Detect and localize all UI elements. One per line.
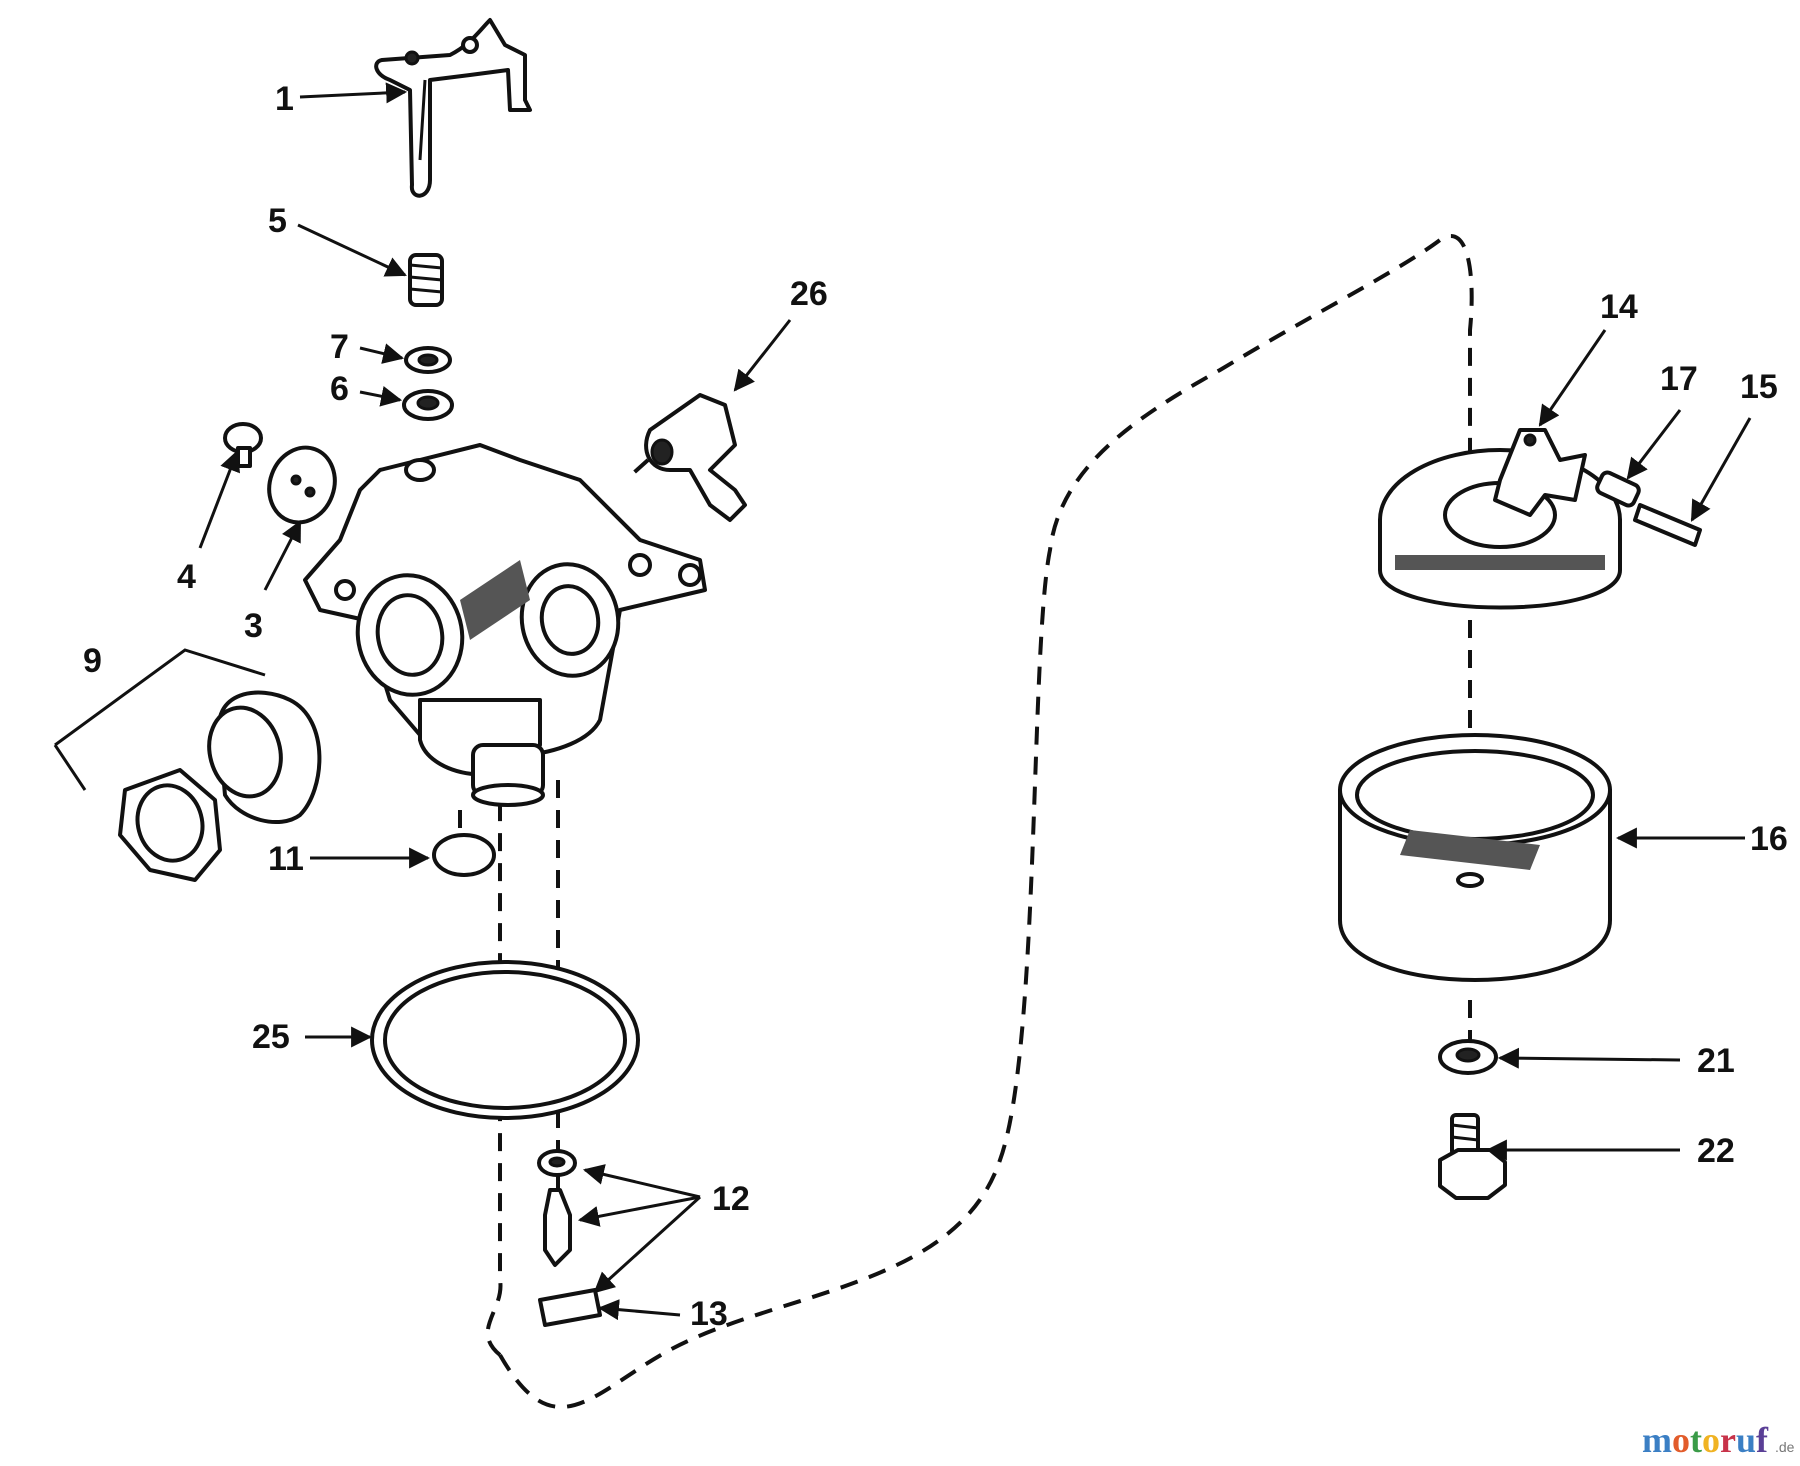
part-11-disc — [432, 833, 496, 877]
callout-13: 13 — [690, 1295, 728, 1333]
part-13-clip — [538, 1288, 602, 1327]
callout-16: 16 — [1750, 820, 1788, 858]
carburetor-body — [303, 443, 707, 807]
callout-17: 17 — [1660, 360, 1698, 398]
svg-text:.de: .de — [1775, 1439, 1795, 1455]
part-4-screw — [223, 422, 263, 468]
callout-3: 3 — [244, 607, 263, 645]
callout-5: 5 — [268, 202, 287, 240]
callout-26: 26 — [790, 275, 828, 313]
part-16-float-bowl — [1338, 733, 1612, 982]
part-12-inlet-needle — [537, 1149, 577, 1267]
part-21-washer — [1438, 1039, 1498, 1075]
callout-21: 21 — [1697, 1042, 1735, 1080]
part-17-spring — [1595, 470, 1641, 508]
svg-text:motoruf: motoruf — [1642, 1420, 1769, 1460]
part-15-float-pin — [1633, 503, 1702, 547]
assembly-dashed-lines — [458, 234, 1474, 1409]
callout-25: 25 — [252, 1018, 290, 1056]
part-26-fuel-inlet — [644, 393, 747, 522]
part-float-assembly — [1378, 448, 1622, 610]
callout-1: 1 — [275, 80, 294, 118]
part-14-float-hinge — [1493, 428, 1587, 517]
callout-4: 4 — [177, 558, 196, 596]
callout-9: 9 — [83, 642, 102, 680]
leader-lines — [198, 82, 1752, 1321]
part-3-throttle-plate — [267, 445, 337, 525]
callout-7: 7 — [330, 328, 349, 366]
callout-15: 15 — [1740, 368, 1778, 406]
part-9-primer-assembly — [53, 648, 322, 882]
callout-22: 22 — [1697, 1132, 1735, 1170]
callout-6: 6 — [330, 370, 349, 408]
part-5-spring — [408, 253, 444, 307]
callout-11: 11 — [268, 840, 304, 878]
callout-12: 12 — [712, 1180, 750, 1218]
callout-14: 14 — [1600, 288, 1638, 326]
part-22-bowl-nut — [1438, 1113, 1507, 1200]
callout-labels: 1 5 26 7 6 4 3 9 11 25 12 13 14 17 15 16… — [83, 80, 1788, 1333]
part-7-washer — [404, 346, 452, 374]
watermark-logo: motoruf .de — [1642, 1420, 1795, 1460]
part-1-throttle-lever — [374, 18, 532, 198]
part-25-o-ring — [370, 960, 640, 1120]
part-6-seal — [402, 389, 454, 421]
